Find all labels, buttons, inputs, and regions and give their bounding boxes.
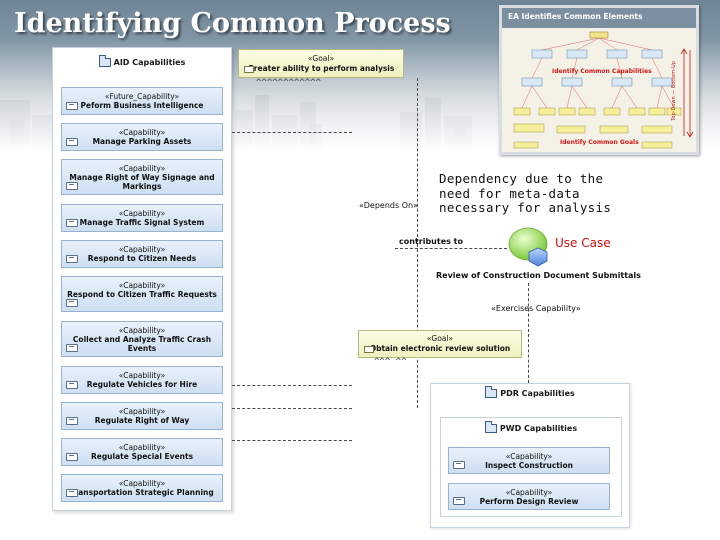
use-case-label: Use Case [555, 236, 611, 250]
depends-on-connector [417, 78, 418, 408]
capability-icon [66, 219, 78, 227]
capability-box[interactable]: «Capability»Collect and Analyze Traffic … [61, 321, 223, 357]
capability-stereotype: «Capability» [118, 371, 166, 380]
dependency-line [232, 132, 352, 133]
capability-name: Perform Design Review [479, 497, 579, 506]
goal-bottom-arrowheads: ^^^ ^^ [374, 357, 407, 367]
note-line-1: Dependency due to the [439, 171, 604, 186]
capability-icon [66, 344, 78, 352]
pwd-package-header: PWD Capabilities [441, 421, 621, 433]
goal-name: Greater ability to perform analysis [247, 64, 395, 73]
goal-greater-ability[interactable]: «Goal» Greater ability to perform analys… [238, 49, 404, 78]
capability-box[interactable]: «Capability»Manage Traffic Signal System [61, 204, 223, 232]
capability-stereotype: «Capability» [118, 407, 166, 416]
pdr-package-title: PDR Capabilities [500, 389, 575, 398]
package-icon [98, 55, 111, 67]
depends-on-label: «Depends On» [359, 201, 418, 210]
aid-package-header: AID Capabilities [53, 55, 231, 67]
capability-name: Inspect Construction [485, 461, 573, 470]
thumbnail-title: EA Identifies Common Elements [508, 12, 643, 21]
capability-name: Respond to Citizen Needs [87, 254, 197, 263]
thumbnail-side-label: Top-Down — Bottom-Up [670, 61, 677, 121]
capability-box[interactable]: «Capability»Manage Parking Assets [61, 123, 223, 151]
capability-stereotype: «Capability» [118, 443, 166, 452]
pwd-package-title: PWD Capabilities [499, 424, 578, 433]
capability-icon [66, 417, 78, 425]
exercises-capability-label: «Exercises Capability» [491, 304, 581, 313]
capability-stereotype: «Capability» [118, 128, 166, 137]
note-line-3: necessary for analysis [439, 200, 612, 215]
capability-name: Collect and Analyze Traffic Crash Events [72, 335, 212, 353]
goal-icon [364, 346, 374, 353]
capability-icon [66, 489, 78, 497]
ea-thumbnail: EA Identifies Common Elements Identify C… [499, 5, 699, 155]
capability-box[interactable]: «Capability»Regulate Vehicles for Hire [61, 366, 223, 394]
dependency-line [232, 440, 352, 441]
package-icon [484, 421, 497, 433]
capability-name: Peform Business Intelligence [80, 101, 204, 110]
dependency-note: Dependency due to the need for meta-data… [439, 171, 612, 216]
capability-icon [453, 461, 465, 469]
note-line-2: need for meta-data [439, 185, 580, 201]
capability-stereotype: «Capability» [118, 164, 166, 173]
thumbnail-side-arrow: Top-Down — Bottom-Up [671, 48, 694, 138]
capability-box[interactable]: «Future_Capability»Peform Business Intel… [61, 87, 223, 115]
capability-icon [66, 381, 78, 389]
dependency-line [232, 408, 352, 409]
thumbnail-capabilities-label: Identify Common Capabilities [552, 68, 652, 75]
capability-box[interactable]: «Capability»Manage Right of Way Signage … [61, 159, 223, 195]
goal-top-arrowheads: ^^^^^^^^^^^^ [256, 78, 322, 88]
capability-box[interactable]: «Capability»Regulate Right of Way [61, 402, 223, 430]
capability-icon [66, 182, 78, 190]
capability-name: Manage Traffic Signal System [79, 218, 205, 227]
capability-icon [453, 497, 465, 505]
capability-stereotype: «Capability» [118, 209, 166, 218]
capability-stereotype: «Capability» [118, 245, 166, 254]
thumbnail-diagram [513, 31, 682, 149]
capability-box[interactable]: «Capability»Respond to Citizen Needs [61, 240, 223, 268]
capability-box[interactable]: «Capability»Regulate Special Events [61, 438, 223, 466]
capability-icon [66, 255, 78, 263]
goal-obtain-review[interactable]: «Goal» Obtain electronic review solution [358, 330, 522, 358]
capability-name: Manage Parking Assets [92, 137, 192, 146]
capability-stereotype: «Capability» [505, 452, 553, 461]
exercises-connector [528, 283, 529, 383]
slide-title: Identifying Common Process [14, 8, 451, 39]
capability-icon [66, 453, 78, 461]
capability-perform-design-review[interactable]: «Capability» Perform Design Review [448, 483, 610, 510]
capability-icon [66, 299, 78, 307]
package-icon [485, 386, 498, 398]
capability-inspect-construction[interactable]: «Capability» Inspect Construction [448, 447, 610, 474]
capability-name: Manage Right of Way Signage and Markings [69, 173, 215, 191]
goal-name: Obtain electronic review solution [369, 344, 511, 353]
capability-name: Respond to Citizen Traffic Requests [67, 290, 217, 299]
dependency-line [232, 385, 352, 386]
capability-name: Regulate Vehicles for Hire [86, 380, 198, 389]
goal-stereotype: «Goal» [426, 334, 454, 343]
pdr-package-header: PDR Capabilities [431, 386, 629, 398]
contributes-to-line [395, 248, 507, 249]
capability-box[interactable]: «Capability»Transportation Strategic Pla… [61, 474, 223, 502]
use-case-name: Review of Construction Document Submitta… [436, 271, 641, 280]
capability-icon [66, 138, 78, 146]
capability-stereotype: «Capability» [118, 281, 166, 290]
capability-stereotype: «Future_Capability» [104, 92, 180, 101]
contributes-to-label: contributes to [399, 237, 463, 246]
capability-stereotype: «Capability» [118, 479, 166, 488]
capability-name: Regulate Special Events [90, 452, 194, 461]
capability-box[interactable]: «Capability»Respond to Citizen Traffic R… [61, 276, 223, 312]
use-case-icon[interactable] [506, 226, 554, 270]
goal-stereotype: «Goal» [307, 54, 335, 63]
thumbnail-header [502, 8, 696, 28]
goal-icon [244, 66, 254, 73]
aid-package-title: AID Capabilities [113, 58, 186, 67]
capability-stereotype: «Capability» [505, 488, 553, 497]
capability-name: Regulate Right of Way [94, 416, 190, 425]
capability-icon [66, 102, 78, 110]
capability-name: Transportation Strategic Planning [70, 488, 214, 497]
capability-stereotype: «Capability» [118, 326, 166, 335]
thumbnail-goals-label: Identify Common Goals [560, 139, 639, 146]
